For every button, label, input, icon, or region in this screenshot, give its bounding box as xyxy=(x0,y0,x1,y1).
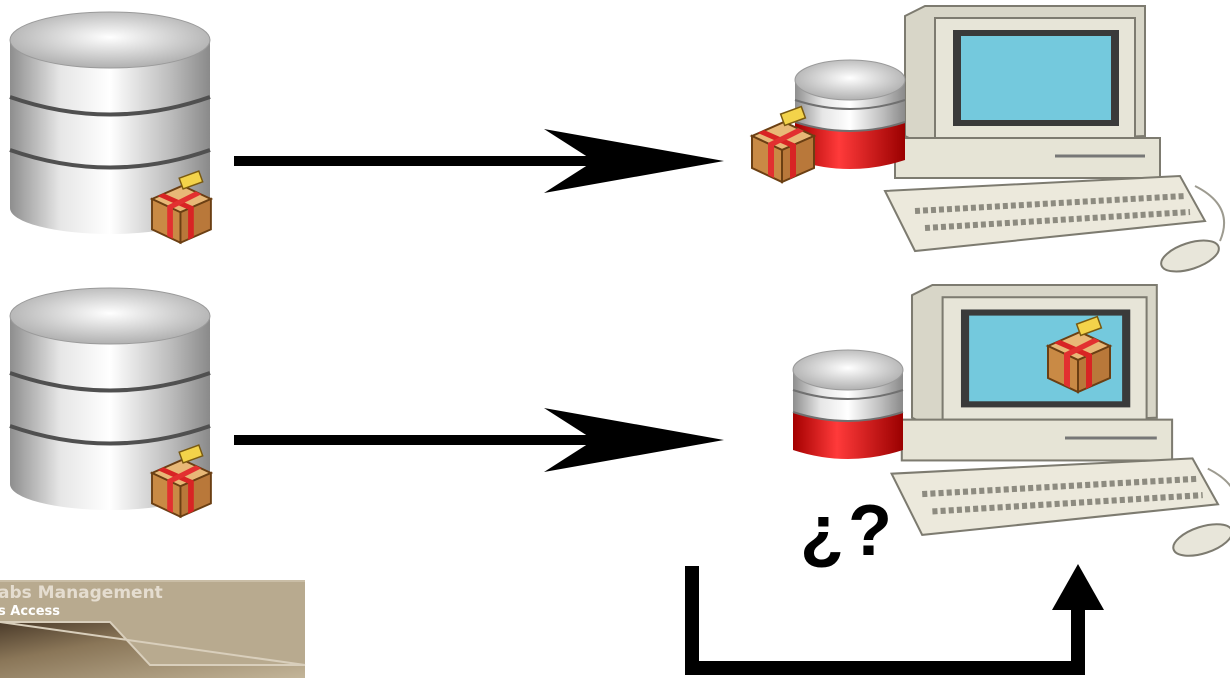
banner-subtitle: s Access xyxy=(0,604,61,619)
database-icon xyxy=(792,349,904,460)
computer-icon xyxy=(892,285,1230,562)
computer-icon xyxy=(885,6,1224,278)
package-icon xyxy=(751,105,815,183)
arrow-right-icon xyxy=(234,129,724,193)
arrow-right-icon xyxy=(234,408,724,472)
banner-title: abs Management xyxy=(0,583,163,603)
arrow-up-icon xyxy=(685,564,1104,675)
banner-background xyxy=(0,580,306,678)
question-mark: ¿? xyxy=(800,491,896,571)
